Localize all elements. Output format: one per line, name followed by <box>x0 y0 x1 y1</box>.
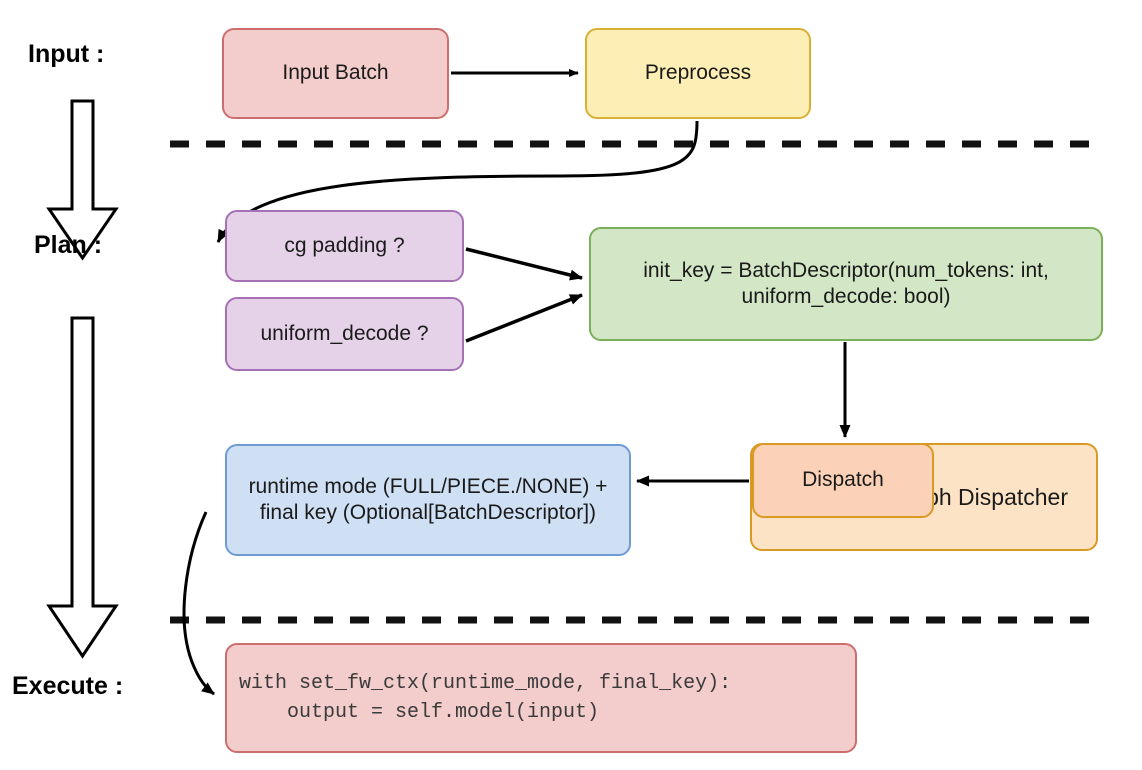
edge-runtime-mode-to-exec-code <box>182 511 215 696</box>
edge-uniform-decode-to-init-key <box>465 293 583 343</box>
node-runtime-mode[interactable]: runtime mode (FULL/PIECE./NONE) + final … <box>225 444 631 556</box>
node-dispatch[interactable]: Dispatch <box>752 443 934 518</box>
node-preprocess[interactable]: Preprocess <box>585 28 811 119</box>
plan-to-execute-block-arrow <box>46 316 119 659</box>
stage-label-execute: Execute : <box>12 672 124 700</box>
edge-cg-padding-to-init-key <box>465 247 583 281</box>
stage-label-input: Input : <box>28 40 105 68</box>
node-execute-code-block[interactable]: with set_fw_ctx(runtime_mode, final_key)… <box>225 643 857 753</box>
node-init-key[interactable]: init_key = BatchDescriptor(num_tokens: i… <box>589 227 1103 341</box>
node-cg-padding[interactable]: cg padding ? <box>225 210 464 282</box>
node-input-batch[interactable]: Input Batch <box>222 28 449 119</box>
node-uniform-decode[interactable]: uniform_decode ? <box>225 297 464 371</box>
stage-label-plan: Plan : <box>34 231 103 259</box>
